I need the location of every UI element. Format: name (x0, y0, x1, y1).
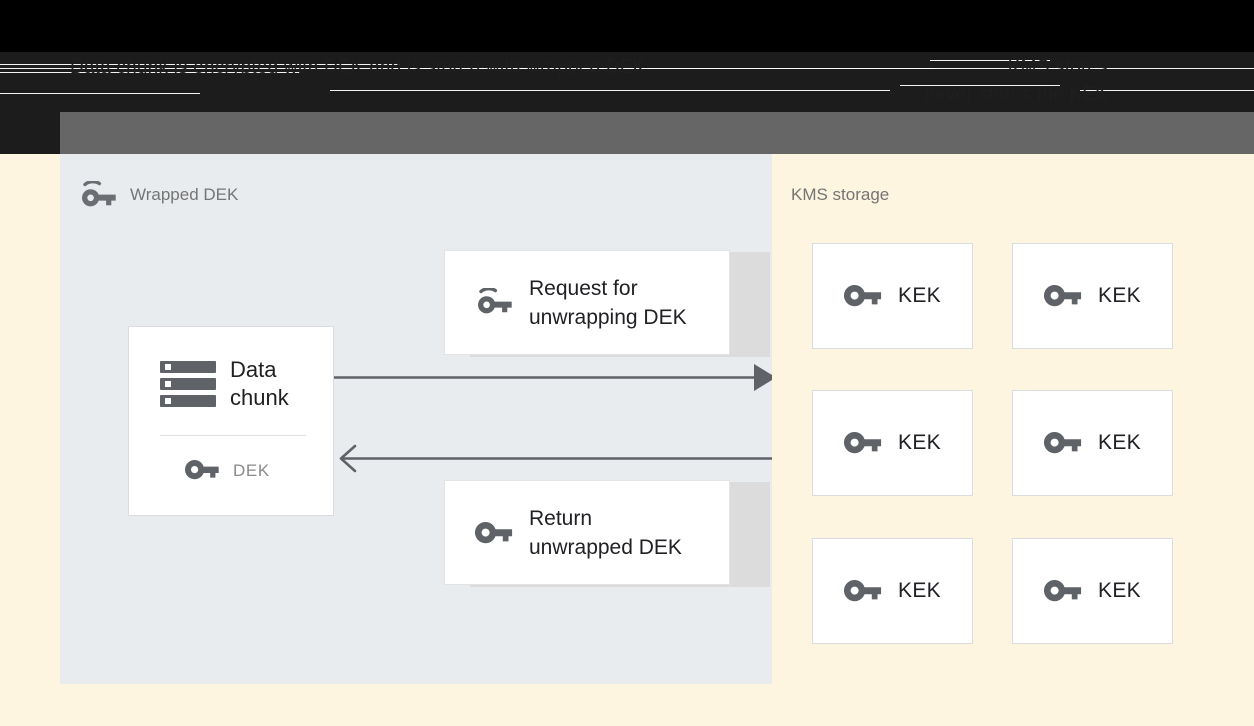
data-chunk-title-line1: Data (230, 357, 277, 382)
arrow-layer (60, 154, 772, 684)
key-icon (844, 284, 882, 308)
header-caption-left: Data chunk is encrypted with DEK and is … (70, 54, 646, 81)
data-chunk-card[interactable]: Data chunk DEK (128, 326, 334, 516)
kek-card[interactable]: KEK (1012, 538, 1173, 644)
return-card-text: Return unwrapped DEK (529, 504, 682, 562)
kek-label: KEK (1098, 431, 1141, 454)
key-icon (1044, 431, 1082, 455)
header-caption-right: KMS stores never stores the KEK (924, 54, 1108, 108)
request-card-line2: unwrapping DEK (529, 305, 687, 329)
kek-label: KEK (1098, 284, 1141, 307)
kek-card[interactable]: KEK (1012, 390, 1173, 496)
kek-label: KEK (898, 431, 941, 454)
key-icon (844, 431, 882, 455)
data-chunk-title: Data chunk (230, 356, 289, 412)
header-caption-left-line2: and is stored with wrapped DEK (369, 57, 646, 78)
wrapped-dek-label: Wrapped DEK (130, 185, 239, 204)
kek-card[interactable]: KEK (812, 390, 973, 496)
kek-card[interactable]: KEK (812, 243, 973, 349)
header-caption-right-line1: KMS stores (1007, 57, 1108, 78)
request-arrow (334, 364, 772, 391)
data-chunk-dek-row: DEK (185, 460, 270, 482)
storage-stack-icon (160, 360, 216, 408)
kms-storage-label: KMS storage (791, 185, 890, 204)
kek-label: KEK (898, 284, 941, 307)
wrapped-key-icon (475, 287, 513, 318)
key-icon (185, 460, 219, 482)
request-unwrapping-card[interactable]: Request for unwrapping DEK (444, 250, 730, 355)
key-icon (1044, 284, 1082, 308)
return-unwrapped-card[interactable]: Return unwrapped DEK (444, 480, 730, 585)
data-chunk-dek-label: DEK (233, 461, 270, 480)
return-card-line2: unwrapped DEK (529, 535, 682, 559)
data-chunk-divider (160, 435, 306, 436)
wrapped-key-icon (79, 179, 117, 216)
kek-card[interactable]: KEK (812, 538, 973, 644)
toolbar-left-dark-block (0, 112, 60, 154)
request-card-text: Request for unwrapping DEK (529, 274, 687, 332)
toolbar-gray-band (0, 112, 1254, 154)
kek-label: KEK (1098, 579, 1141, 602)
kek-label: KEK (898, 579, 941, 602)
kek-card[interactable]: KEK (1012, 243, 1173, 349)
header-caption-left-line1: Data chunk is encrypted with DEK (70, 57, 364, 78)
return-card-line1: Return (529, 506, 593, 530)
key-icon (1044, 579, 1082, 603)
header-caption-right-line2: never stores the KEK (924, 84, 1108, 105)
data-chunk-header: Data chunk (160, 356, 289, 412)
top-black-band (0, 0, 1254, 52)
key-icon (844, 579, 882, 603)
key-icon (475, 521, 513, 545)
header-dark-band (0, 52, 1254, 112)
request-card-line1: Request for (529, 276, 638, 300)
data-chunk-title-line2: chunk (230, 385, 289, 410)
return-arrow (339, 444, 772, 473)
